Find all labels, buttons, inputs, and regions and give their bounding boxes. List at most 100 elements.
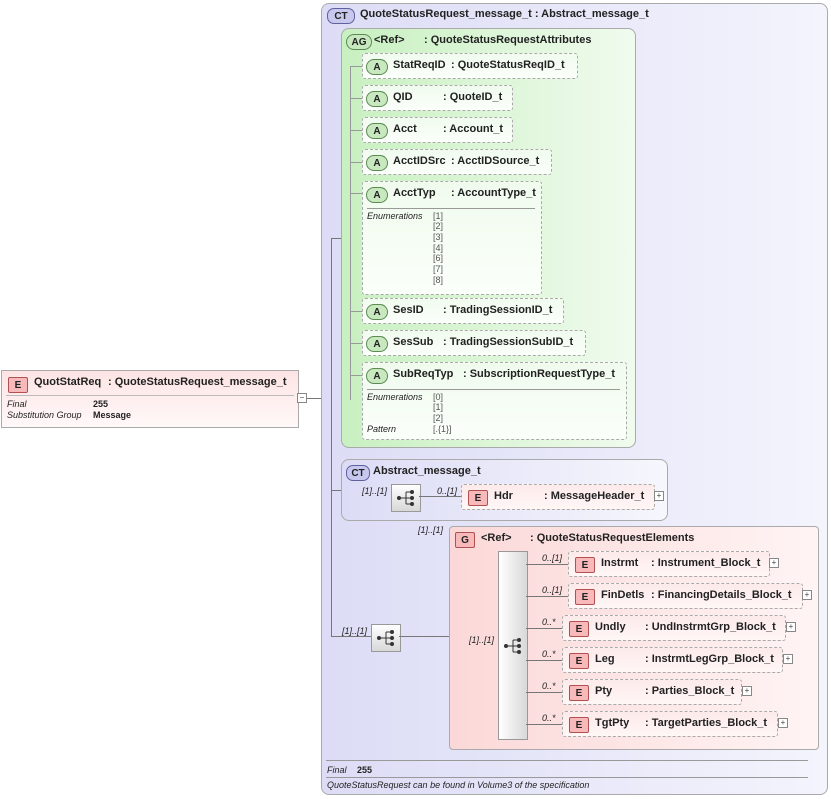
attribute-statreqid[interactable]: A StatReqID : QuoteStatusReqID_t xyxy=(362,53,578,79)
attr-trunk-line xyxy=(350,66,351,400)
sequence-compositor[interactable] xyxy=(391,484,421,512)
root-element-box[interactable]: E QuotStatReq : QuoteStatusRequest_messa… xyxy=(1,370,299,428)
attribute-name: Acct xyxy=(393,123,417,135)
group-ref: <Ref> xyxy=(481,532,512,544)
enum-value: [2] xyxy=(433,413,444,423)
connector xyxy=(526,564,568,565)
outer-sequence-cardinality: [1]..[1] xyxy=(342,626,368,636)
connector xyxy=(526,660,562,661)
attribute-type: : QuoteStatusReqID_t xyxy=(451,59,565,71)
attribute-badge: A xyxy=(366,91,388,107)
element-type: : MessageHeader_t xyxy=(544,490,645,502)
element-leg[interactable]: E Leg : InstrmtLegGrp_Block_t xyxy=(562,647,783,673)
footer-divider-2 xyxy=(326,777,808,778)
expand-toggle[interactable]: + xyxy=(783,654,793,664)
attr-connector xyxy=(350,130,362,131)
attribute-qid[interactable]: A QID : QuoteID_t xyxy=(362,85,513,111)
connector xyxy=(526,724,562,725)
enum-value: [7] xyxy=(433,264,444,274)
connector xyxy=(419,496,461,497)
attribute-accttyp[interactable]: A AcctTyp : AccountType_t Enumerations [… xyxy=(362,181,542,295)
complex-type-badge: CT xyxy=(327,8,355,24)
connector xyxy=(526,596,568,597)
expand-toggle[interactable]: + xyxy=(654,491,664,501)
attr-connector xyxy=(350,66,362,67)
pattern-value: [.{1}] xyxy=(433,424,452,434)
attr-connector xyxy=(350,375,362,376)
sequence-compositor-vertical[interactable] xyxy=(498,551,528,740)
attribute-name: AcctIDSrc xyxy=(393,155,446,167)
trunk-line xyxy=(331,238,332,636)
attribute-group-ref: <Ref> xyxy=(374,34,405,46)
sequence-cardinality: [1]..[1] xyxy=(362,486,388,496)
attribute-type: : Account_t xyxy=(443,123,504,135)
element-badge: E xyxy=(468,490,488,506)
enum-value: [3] xyxy=(433,232,444,242)
element-badge: E xyxy=(569,685,589,701)
element-name: Pty xyxy=(595,685,613,697)
attribute-badge: A xyxy=(366,368,388,384)
sequence-compositor[interactable] xyxy=(371,624,401,652)
footer-note: QuoteStatusRequest can be found in Volum… xyxy=(327,780,590,790)
element-pty[interactable]: E Pty : Parties_Block_t xyxy=(562,679,742,705)
expand-toggle[interactable]: + xyxy=(742,686,752,696)
attribute-subreqtyp[interactable]: A SubReqTyp : SubscriptionRequestType_t … xyxy=(362,362,627,440)
facet-divider xyxy=(367,389,620,390)
element-cardinality: 0..[1] xyxy=(542,585,563,595)
sequence-icon xyxy=(397,490,414,506)
connector xyxy=(307,398,321,399)
attribute-badge: A xyxy=(366,187,388,203)
attribute-acctidsrc[interactable]: A AcctIDSrc : AcctIDSource_t xyxy=(362,149,552,175)
footer-final-label: Final xyxy=(327,765,347,775)
element-cardinality: 0..* xyxy=(542,649,556,659)
enum-value: [0] xyxy=(433,392,444,402)
enum-value: [1] xyxy=(433,211,444,221)
sequence-icon xyxy=(504,638,521,654)
element-undly[interactable]: E Undly : UndInstrmtGrp_Block_t xyxy=(562,615,786,641)
enum-value: [2] xyxy=(433,221,444,231)
element-badge: E xyxy=(8,377,28,393)
expand-toggle[interactable]: + xyxy=(778,718,788,728)
element-instrmt[interactable]: E Instrmt : Instrument_Block_t xyxy=(568,551,770,577)
element-cardinality: 0..* xyxy=(542,713,556,723)
substitution-group-value: Message xyxy=(93,410,132,420)
trunk-branch-abstract xyxy=(331,490,341,491)
element-cardinality: 0..* xyxy=(542,681,556,691)
enum-value: [6] xyxy=(433,253,444,263)
attribute-group-type: : QuoteStatusRequestAttributes xyxy=(424,34,592,46)
element-name: Hdr xyxy=(494,490,513,502)
attribute-group-badge: AG xyxy=(346,34,372,50)
attribute-type: : SubscriptionRequestType_t xyxy=(463,368,615,380)
element-name: TgtPty xyxy=(595,717,630,729)
attr-connector xyxy=(350,98,362,99)
group-cardinality: [1]..[1] xyxy=(418,525,444,535)
complex-type-badge: CT xyxy=(346,465,370,481)
element-badge: E xyxy=(569,653,589,669)
attribute-badge: A xyxy=(366,123,388,139)
element-badge: E xyxy=(575,557,595,573)
element-type: : InstrmtLegGrp_Block_t xyxy=(645,653,774,665)
pattern-label: Pattern xyxy=(367,424,397,434)
attribute-sesid[interactable]: A SesID : TradingSessionID_t xyxy=(362,298,564,324)
attribute-sessub[interactable]: A SesSub : TradingSessionSubID_t xyxy=(362,330,586,356)
attribute-acct[interactable]: A Acct : Account_t xyxy=(362,117,513,143)
expand-toggle[interactable]: + xyxy=(802,590,812,600)
enum-value: [8] xyxy=(433,275,444,285)
attribute-badge: A xyxy=(366,59,388,75)
collapse-toggle[interactable]: − xyxy=(297,393,307,403)
enumerations-label: Enumerations xyxy=(367,392,423,402)
hdr-cardinality: 0..[1] xyxy=(437,486,458,496)
expand-toggle[interactable]: + xyxy=(786,622,796,632)
element-findetls[interactable]: E FinDetls : FinancingDetails_Block_t xyxy=(568,583,803,609)
final-value: 255 xyxy=(93,399,109,409)
connector xyxy=(526,692,562,693)
element-name: Instrmt xyxy=(601,557,639,569)
attr-connector xyxy=(350,343,362,344)
expand-toggle[interactable]: + xyxy=(769,558,779,568)
group-badge: G xyxy=(455,532,475,548)
element-type: : FinancingDetails_Block_t xyxy=(651,589,792,601)
element-tgtpty[interactable]: E TgtPty : TargetParties_Block_t xyxy=(562,711,778,737)
attribute-badge: A xyxy=(366,155,388,171)
element-hdr[interactable]: E Hdr : MessageHeader_t xyxy=(461,484,655,510)
attribute-name: SesID xyxy=(393,304,424,316)
